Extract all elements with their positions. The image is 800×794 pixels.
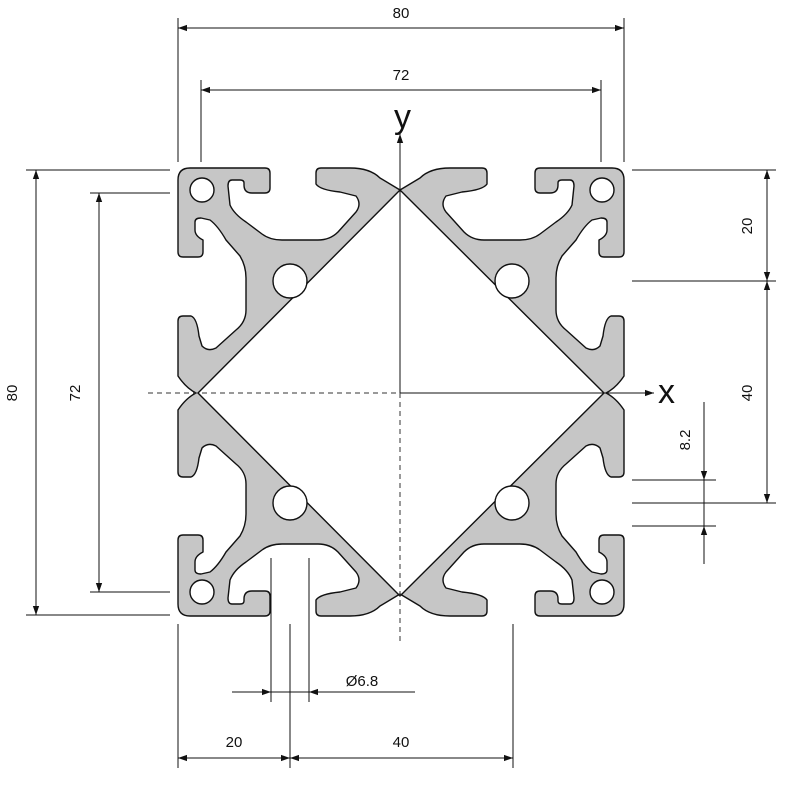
corner-hole-top-right — [589, 177, 615, 203]
dim-bottom-left: 20 — [226, 734, 243, 751]
corner-hole-bottom-right — [589, 579, 615, 605]
corner-hole-bottom-left — [189, 579, 215, 605]
dim-right-mid: 40 — [739, 385, 756, 402]
core-bore-top-right — [494, 263, 530, 299]
dim-right-top: 20 — [739, 218, 756, 235]
left-dimensions: 80 72 — [4, 169, 170, 616]
corner-hole-top-left — [189, 177, 215, 203]
dim-bottom-right: 40 — [393, 734, 410, 751]
dim-slot-width: 8.2 — [677, 430, 694, 451]
top-dimensions: 80 72 — [177, 5, 625, 162]
core-bore-bottom-right — [494, 485, 530, 521]
bottom-dimensions: Ø6.8 20 40 — [177, 558, 514, 768]
core-bore-bottom-left — [272, 485, 308, 521]
core-bore-top-left — [272, 263, 308, 299]
center-axes: x y — [148, 98, 675, 645]
aluminium-profile — [177, 167, 625, 617]
dim-top-outer: 80 — [393, 5, 410, 22]
profile-outline — [177, 167, 625, 617]
dim-left-outer: 80 — [4, 385, 21, 402]
dim-bore: Ø6.8 — [346, 673, 379, 690]
dim-left-inner: 72 — [67, 385, 84, 402]
x-axis-label: x — [658, 373, 675, 411]
right-dimensions: 20 40 8.2 — [632, 169, 776, 564]
y-axis-label: y — [394, 98, 411, 136]
dim-top-inner: 72 — [393, 67, 410, 84]
